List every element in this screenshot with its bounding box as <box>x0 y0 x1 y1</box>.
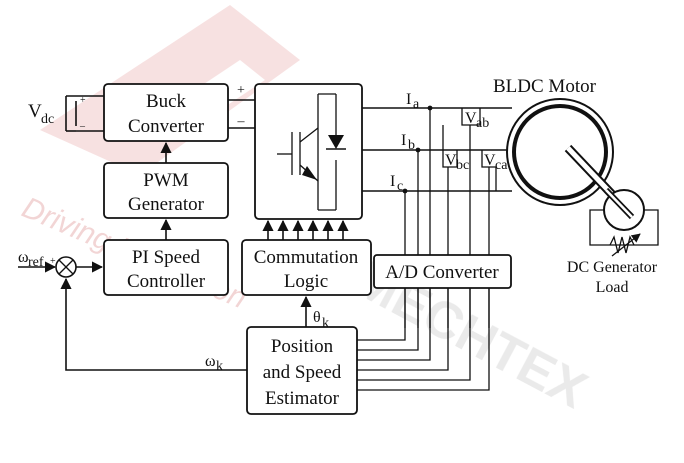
comm-line2: Logic <box>284 271 328 292</box>
position-speed-estimator-block: Position and Speed Estimator <box>246 326 358 415</box>
sum-plus: + <box>50 256 56 267</box>
inverter-block <box>254 83 363 220</box>
theta-label: θ <box>313 309 321 326</box>
ad-converter-block: A/D Converter <box>373 254 512 289</box>
vca-sub: ca <box>495 158 508 173</box>
pi-line2: Controller <box>127 271 206 292</box>
vab-label: V <box>465 110 477 127</box>
ia-sub: a <box>413 97 420 112</box>
buck-converter-block: Buck Converter <box>103 83 229 142</box>
vdc-sub: dc <box>41 112 54 127</box>
generator-label-1: DC Generator <box>567 259 658 276</box>
generator-label-2: Load <box>596 279 629 296</box>
est-line3: Estimator <box>265 388 340 409</box>
wref-sub: ref <box>28 255 44 270</box>
dc-link-plus: + <box>237 83 245 98</box>
wk-sub: k <box>216 359 223 374</box>
ib-sub: b <box>408 138 415 153</box>
dc-source: V dc + – <box>28 95 104 132</box>
buck-line2: Converter <box>128 116 205 137</box>
pi-line1: PI Speed <box>132 247 201 268</box>
vdc-plus: + <box>80 95 86 106</box>
ic-label: I <box>390 173 395 190</box>
pi-speed-controller-block: PI Speed Controller <box>103 239 229 296</box>
vbc-sub: bc <box>456 158 469 173</box>
vab-sub: ab <box>476 116 489 131</box>
ic-sub: c <box>397 179 403 194</box>
vbc-label: V <box>445 152 457 169</box>
vdc-minus: – <box>79 121 86 132</box>
adc-label: A/D Converter <box>385 262 499 283</box>
pwm-line1: PWM <box>143 170 189 191</box>
gate-signals <box>262 219 349 240</box>
summing-junction: + – <box>50 256 77 293</box>
buck-line1: Buck <box>146 91 187 112</box>
theta-sub: k <box>322 316 329 331</box>
est-line1: Position <box>271 336 334 357</box>
phase-lines <box>362 105 512 328</box>
wk-label: ω <box>205 353 216 370</box>
wref-label: ω <box>18 249 29 266</box>
commutation-logic-block: Commutation Logic <box>241 239 372 296</box>
dc-link-minus: – <box>237 114 246 129</box>
dc-generator <box>589 187 659 257</box>
pwm-generator-block: PWM Generator <box>103 162 229 219</box>
est-line2: and Speed <box>263 362 342 383</box>
motor-label: BLDC Motor <box>493 76 597 97</box>
comm-line1: Commutation <box>254 247 359 268</box>
vca-label: V <box>484 152 496 169</box>
adc-outputs <box>357 288 490 391</box>
ia-label: I <box>406 91 411 108</box>
ib-label: I <box>401 132 406 149</box>
pwm-line2: Generator <box>128 194 205 215</box>
vdc-label: V <box>28 101 42 122</box>
